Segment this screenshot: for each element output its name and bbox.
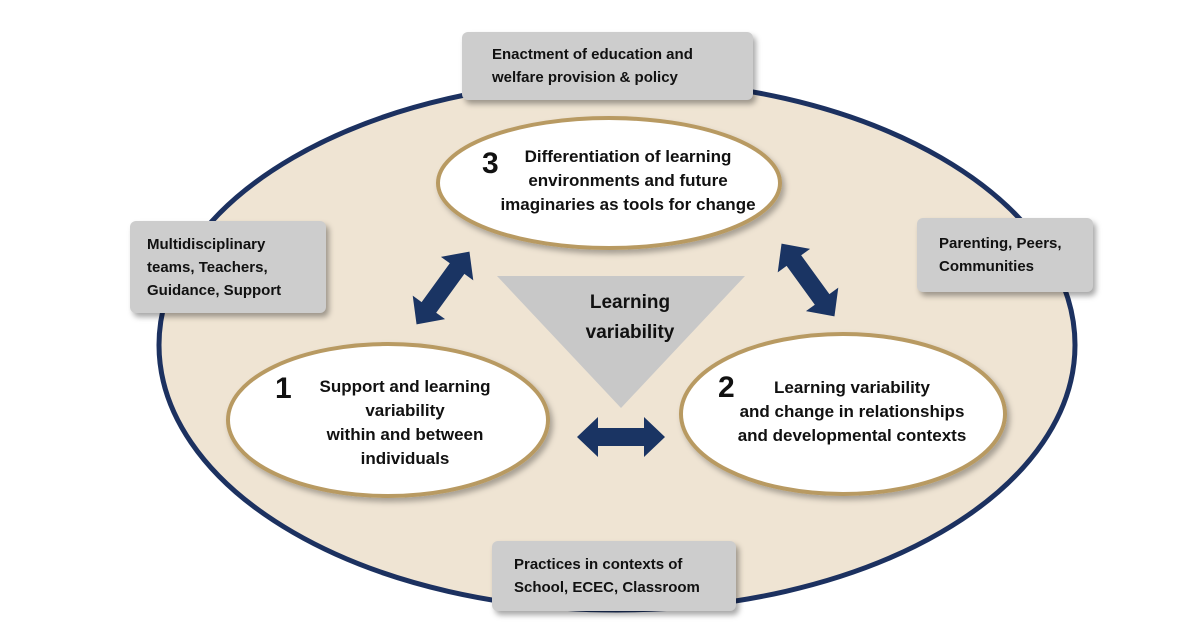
context-box-bottom-line-1: Practices in contexts of xyxy=(514,556,683,573)
context-box-left: Multidisciplinary teams, Teachers, Guida… xyxy=(130,221,326,313)
double-arrow-left xyxy=(412,251,474,325)
context-box-right-line-2: Communities xyxy=(939,258,1035,275)
oval-1-number: 1 xyxy=(275,372,292,405)
oval-2-line-2: and change in relationships xyxy=(739,402,965,421)
context-box-left-line-3: Guidance, Support xyxy=(147,281,282,299)
oval-1-line-3: within and between xyxy=(326,425,484,444)
oval-1 xyxy=(226,342,550,498)
context-box-top-line-2: welfare provision & policy xyxy=(492,69,678,86)
oval-1-line-4: individuals xyxy=(360,449,450,468)
context-box-right: Parenting, Peers, Communities xyxy=(917,218,1093,292)
context-box-top-line-1: Enactment of education and xyxy=(492,46,693,63)
oval-2-text: Learning variability and change in relat… xyxy=(712,376,992,448)
oval-3-line-3: imaginaries as tools for change xyxy=(500,195,756,214)
context-box-left-line-1: Multidisciplinary xyxy=(147,235,266,253)
oval-3-line-2: environments and future xyxy=(528,171,728,190)
oval-3-line-1: Differentiation of learning xyxy=(524,147,732,166)
double-arrow-bottom xyxy=(577,417,665,457)
oval-2 xyxy=(679,332,1007,496)
oval-2-number: 2 xyxy=(718,371,735,404)
context-box-right-line-1: Parenting, Peers, xyxy=(939,235,1062,252)
oval-1-line-2: variability xyxy=(365,401,445,420)
center-label-line-1: Learning xyxy=(589,292,671,313)
context-box-bottom-line-2: School, ECEC, Classroom xyxy=(514,579,700,596)
oval-3-number: 3 xyxy=(482,147,499,180)
center-triangle xyxy=(497,276,745,408)
context-box-left-line-2: teams, Teachers, xyxy=(147,258,268,276)
oval-2-line-3: and developmental contexts xyxy=(737,426,967,445)
center-label-line-2: variability xyxy=(585,322,675,343)
oval-1-line-1: Support and learning xyxy=(319,377,491,396)
oval-2-line-1: Learning variability xyxy=(774,378,930,397)
center-label: Learning variability xyxy=(560,288,700,348)
oval-1-text: Support and learning variability within … xyxy=(290,375,520,471)
context-box-bottom: Practices in contexts of School, ECEC, C… xyxy=(492,541,736,611)
oval-3 xyxy=(436,116,782,250)
oval-3-text: Differentiation of learning environments… xyxy=(488,145,768,217)
double-arrow-right xyxy=(777,243,839,317)
context-box-top: Enactment of education and welfare provi… xyxy=(462,32,753,100)
